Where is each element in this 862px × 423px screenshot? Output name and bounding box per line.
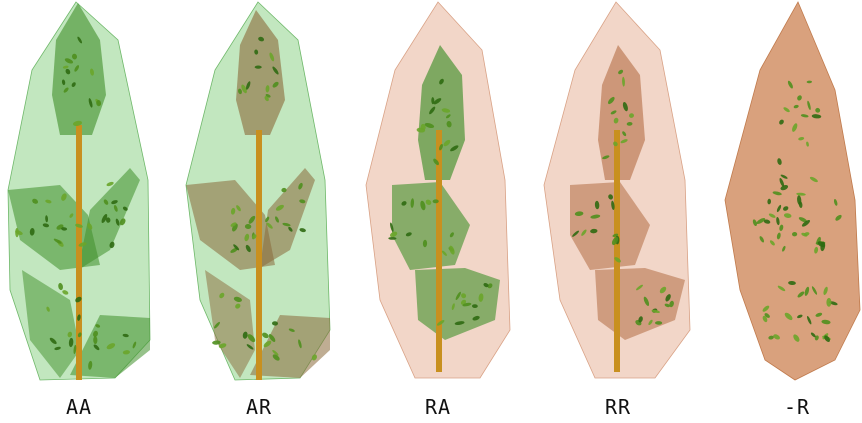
panel-rr (544, 2, 690, 378)
panel-label-neg-r: -R (737, 395, 857, 419)
panel-ra (366, 2, 510, 378)
panel-label-aa: AA (19, 395, 139, 419)
leaf (15, 228, 19, 237)
panel-neg-r (725, 2, 860, 380)
panel-label-rr: RR (558, 395, 678, 419)
panel-ar (186, 2, 330, 380)
stem (614, 130, 620, 372)
panel-label-ar: AR (199, 395, 319, 419)
stem (436, 130, 442, 372)
leaf (255, 66, 262, 69)
panel-label-ra: RA (378, 395, 498, 419)
stem (256, 130, 262, 380)
panel-aa (8, 2, 150, 380)
stem (76, 125, 82, 380)
outer-hull (725, 2, 860, 380)
